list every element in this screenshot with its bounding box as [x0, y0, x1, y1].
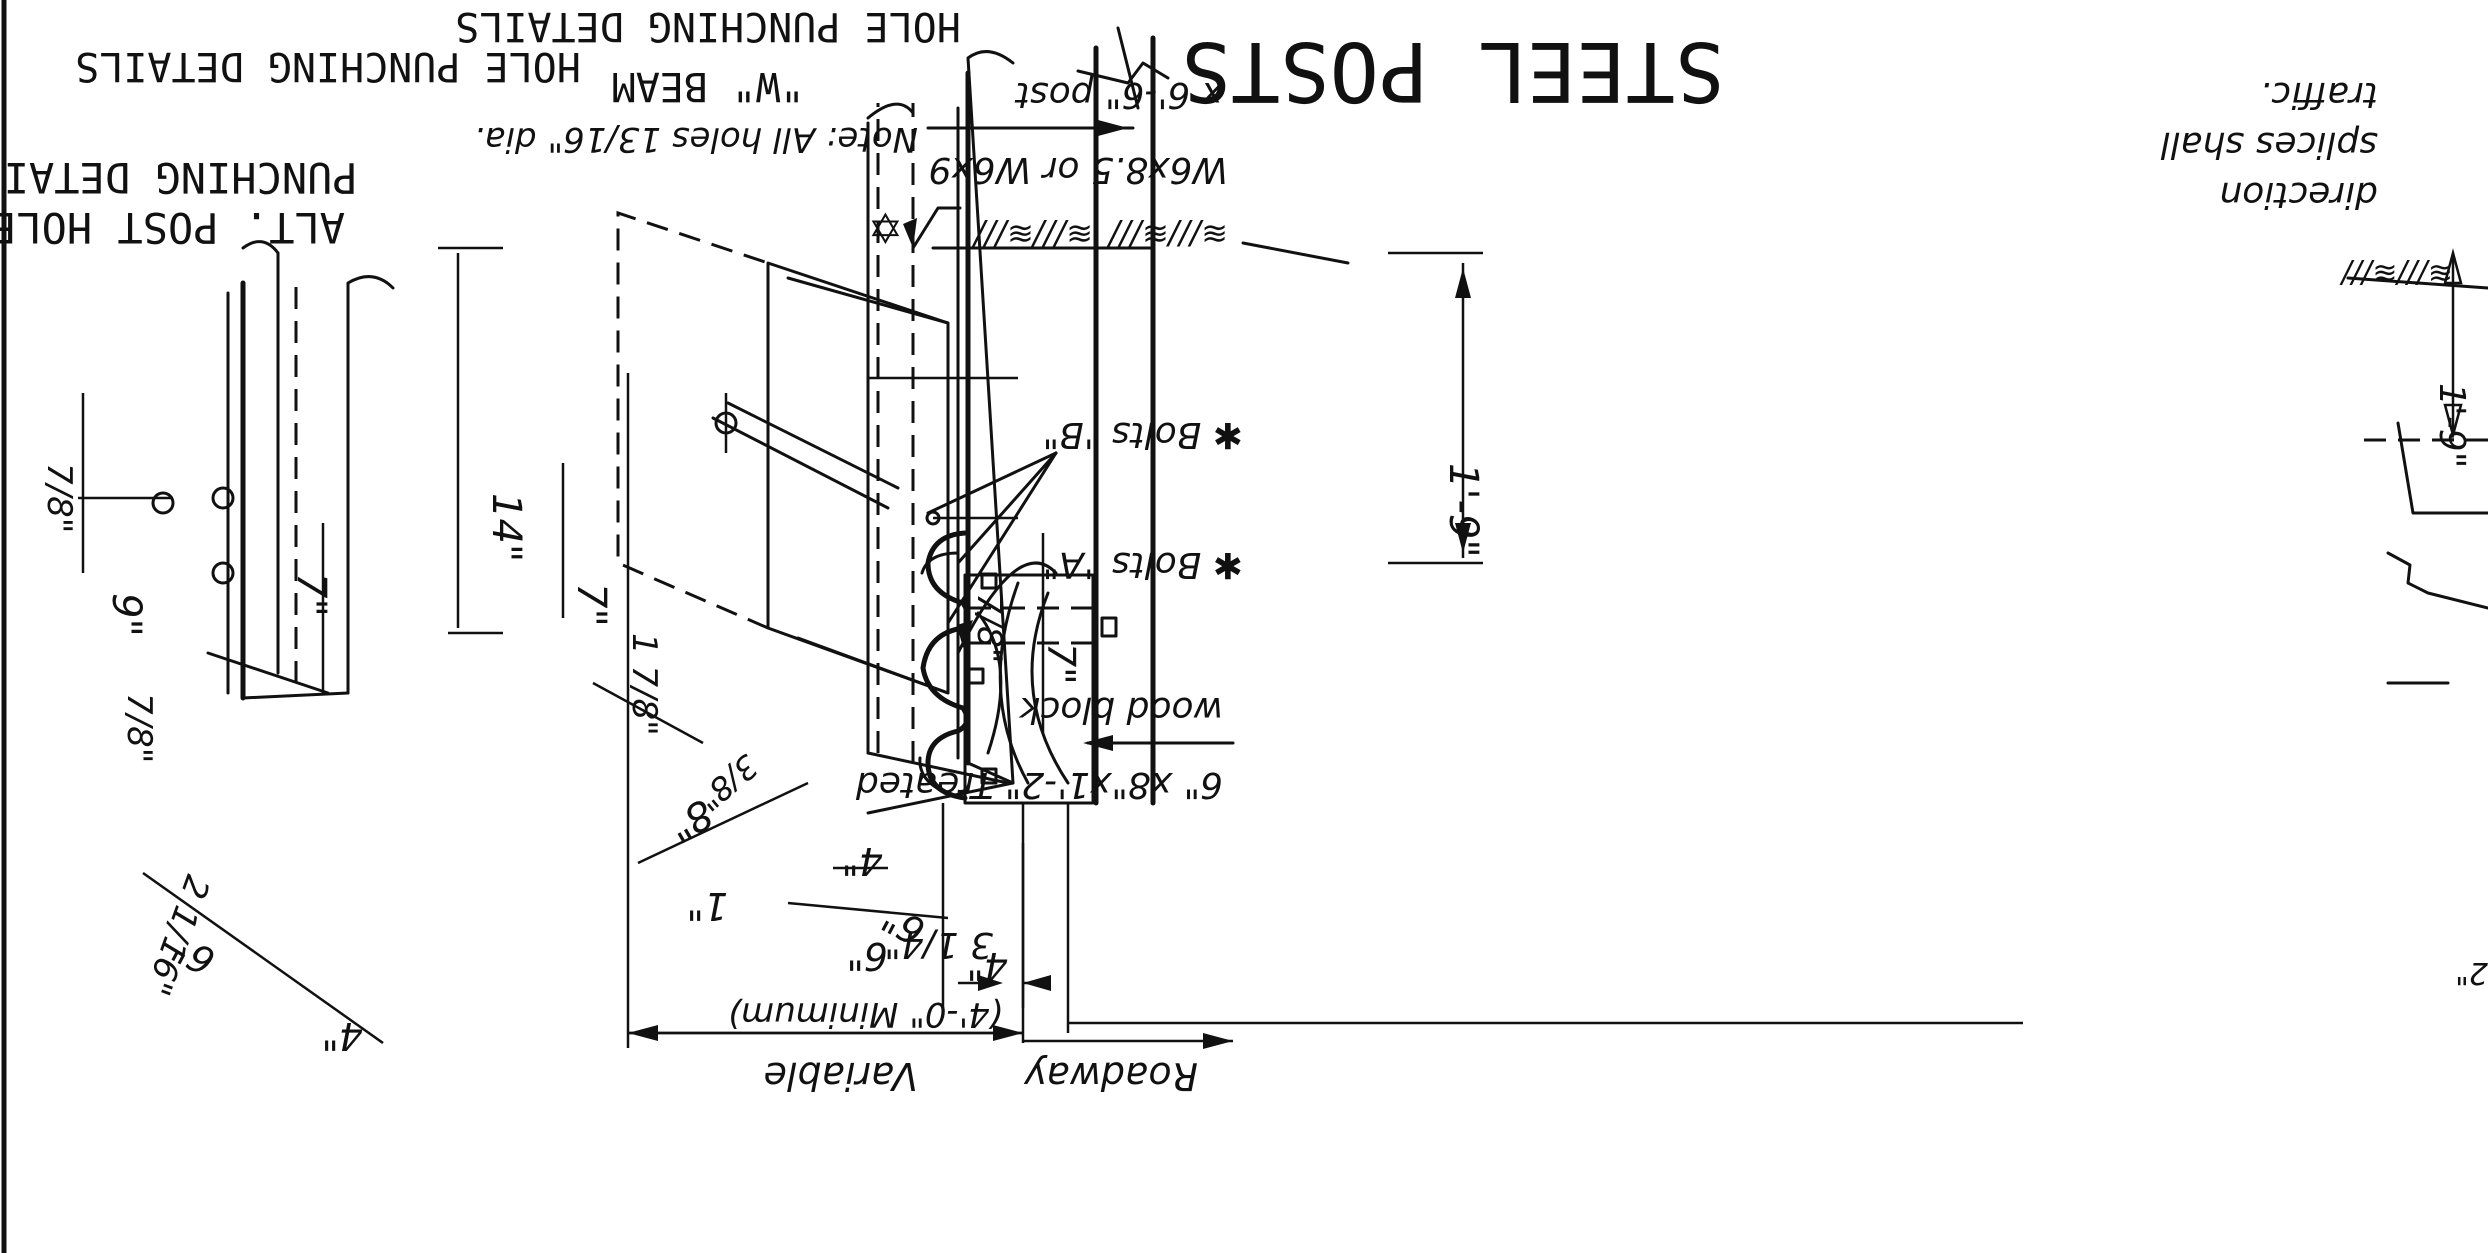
roadway-label: Roadway: [1024, 1054, 1198, 1098]
section-dim-1-9: 1'-9": [1440, 463, 1486, 558]
block-dim-4: 4": [841, 839, 883, 883]
alt-dim-4: 4": [321, 1014, 363, 1058]
block-dim-7: 7": [568, 583, 614, 627]
guardrail-section: ≋///≋/// ≋///≋/// W6x8.: [626, 26, 2023, 1098]
beam-dim-7-8: 7/8": [969, 593, 1009, 663]
post-size-label: W6x8.5 or W6x9: [929, 149, 1228, 190]
block-label-2: 6" x8"x1'-2" Treated: [855, 764, 1223, 805]
w-beam-rail: [920, 530, 971, 801]
section-min-label: (4'-0" Minimum): [728, 994, 1003, 1034]
hole-punching-header: HOLE PUNCHING DETAILS: [455, 3, 961, 49]
fragment-ground-symbol: ≋///≋///: [2339, 255, 2453, 290]
wood-block: [963, 573, 1095, 805]
alt-dim-7: 7": [288, 573, 334, 617]
fragment-post-detail: ≋///≋/// 1'-9" 2": [2339, 248, 2488, 990]
fragment-note-2: splices shall: [2161, 124, 2378, 165]
section-ground-symbol-2: ≋///≋///: [971, 215, 1093, 253]
alt-dim-7-8-top: 7/8": [39, 463, 79, 533]
section-dim-3-1-4: 3 1/4": [884, 924, 993, 965]
block-dim-14: 14": [483, 493, 529, 562]
alt-dim-2-1-16: 2 1/16": [137, 870, 217, 1001]
section-ground-symbol-1: ≋///≋///: [1106, 215, 1228, 253]
block-detail: ✡ 14" 7" 1 7/8" 3/8" 8" 4" 1" 6": [438, 203, 962, 978]
block-dim-6: 6": [846, 934, 888, 978]
alt-dim-7-8-mid: 7/8": [119, 693, 159, 763]
fragment-note-1: direction: [2219, 174, 2378, 215]
beam-dim-7: 7": [1039, 643, 1083, 685]
block-label-1: wood block: [1018, 689, 1223, 730]
w-beam-label: "W" BEAM: [612, 63, 805, 109]
bolts-b-label: ✱ Bolts "B": [1043, 414, 1243, 455]
block-dim-1-7-8: 1 7/8": [624, 633, 664, 736]
post-length-label: x 6'-6" post: [1014, 74, 1224, 115]
block-dim-1: 1": [686, 884, 728, 928]
alt-post-title-1: ALT. POST HOLE: [0, 203, 345, 252]
beam-dim-4: 4": [966, 944, 1008, 988]
section-variable-label: Variable: [764, 1054, 918, 1098]
hole-note: Note: All holes 13/16" dia.: [474, 119, 918, 159]
bolts-a-label: ✱ Bolts "A": [1043, 544, 1243, 585]
fragment-dim-2: 2": [2455, 955, 2488, 990]
w-beam-detail: "W" BEAM HOLE PUNCHING DETAILS Note: All…: [455, 3, 1083, 988]
alt-post-title-2: PUNCHING DETAIL: [0, 153, 358, 202]
steel-posts-title: STEEL POSTS: [1181, 23, 1724, 118]
fragment-dim-1-9: 1'-9": [2431, 383, 2472, 468]
fragment-note-3: traffic.: [2260, 74, 2378, 115]
block-star: ✡: [868, 203, 903, 252]
hole-punching-footer-title: HOLE PUNCHING DETAILS: [75, 43, 581, 89]
alt-dim-9: 9": [103, 593, 149, 637]
alt-post-detail: ALT. POST HOLE PUNCHING DETAIL 7/8" 9" 7…: [0, 153, 395, 1058]
